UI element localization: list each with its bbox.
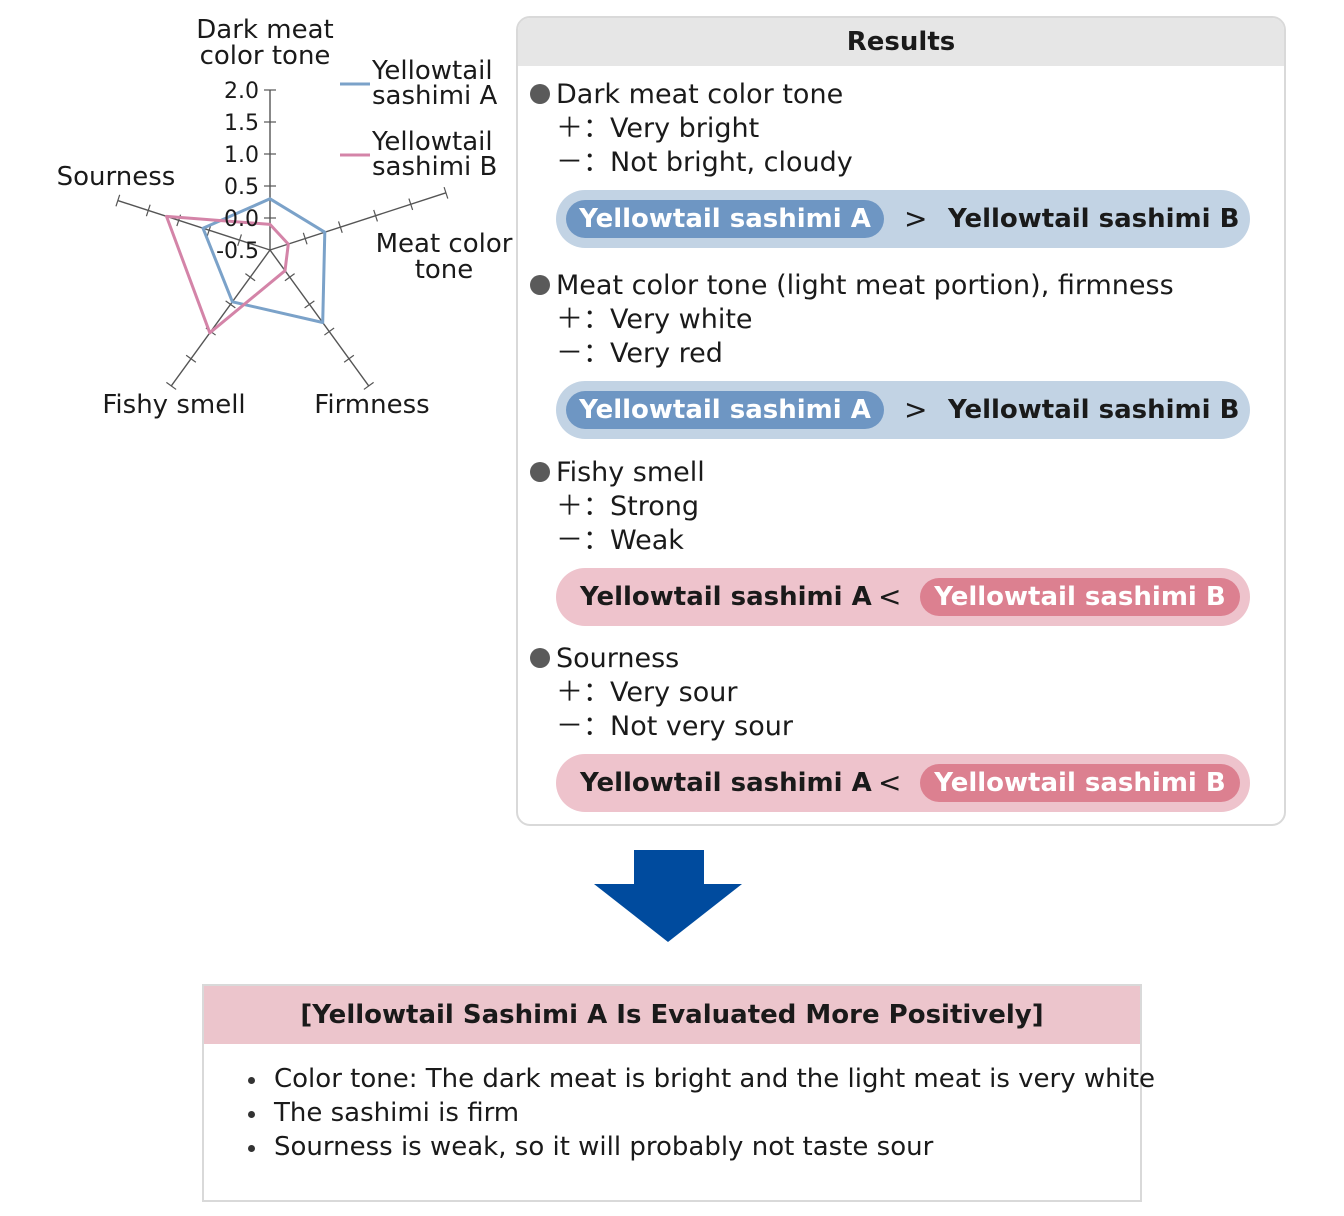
bullet-icon	[530, 462, 550, 482]
tick-label: -0.5	[216, 239, 259, 264]
comparison-operator: >	[904, 202, 928, 235]
tick-label: 2.0	[224, 79, 259, 104]
radar-series	[165, 197, 327, 335]
axis-line-fishy-smell	[170, 249, 271, 387]
minus-definition: －：Weak	[556, 525, 684, 556]
comparison-bar: Yellowtail sashimi A > Yellowtail sashim…	[556, 381, 1250, 439]
result-section-fishy-smell: Fishy smell ＋：Strong －：Weak Yellowtail s…	[530, 456, 1270, 626]
summary-item: The sashimi is firm	[248, 1096, 1140, 1130]
result-section-sourness: Sourness ＋：Very sour －：Not very sour Yel…	[530, 642, 1270, 812]
plus-definition: ＋：Strong	[556, 491, 700, 522]
plus-definition: ＋：Very bright	[556, 113, 760, 144]
radar-tick-labels: 2.0 1.5 1.0 0.5 0.0 -0.5	[216, 79, 259, 264]
tick-label: 1.5	[224, 111, 259, 136]
axis-tick	[304, 300, 315, 309]
result-section-meat-color: Meat color tone (light meat portion), fi…	[530, 269, 1270, 439]
section-title: Sourness	[556, 643, 680, 674]
bullet-icon	[530, 84, 550, 104]
axis-label-firmness: Firmness	[314, 390, 429, 420]
axis-tick	[373, 209, 378, 222]
axis-line-sourness	[117, 199, 271, 251]
result-section-dark-meat: Dark meat color tone ＋：Very bright －：Not…	[530, 78, 1270, 248]
comparison-left: Yellowtail sashimi A	[580, 768, 872, 798]
legend-label-a-line1: Yellowtail	[371, 56, 493, 86]
comparison-right: Yellowtail sashimi B	[948, 204, 1240, 234]
axis-tick	[245, 273, 256, 282]
axis-tick	[343, 354, 355, 363]
axis-tick	[145, 204, 151, 217]
axis-label-meat-color-1: Meat color	[376, 229, 513, 259]
tick-label: 0.0	[224, 207, 259, 232]
summary-item: Color tone: The dark meat is bright and …	[248, 1064, 1156, 1094]
summary-box: [Yellowtail Sashimi A Is Evaluated More …	[202, 984, 1156, 1202]
comparison-operator: >	[904, 393, 928, 426]
axis-label-fishy-smell: Fishy smell	[102, 390, 245, 420]
axis-tick	[284, 273, 295, 282]
radar-chart: 2.0 1.5 1.0 0.5 0.0 -0.5 Dark meat color tone…	[57, 15, 513, 420]
summary-title: [Yellowtail Sashimi A Is Evaluated More …	[204, 986, 1140, 1044]
axis-tick	[225, 300, 236, 309]
highlight-pill: Yellowtail sashimi A	[566, 200, 884, 238]
axis-label-dark-meat-1: Dark meat	[196, 15, 333, 45]
comparison-operator: <	[878, 580, 902, 613]
axis-tick	[363, 381, 374, 390]
comparison-right: Yellowtail sashimi B	[948, 395, 1240, 425]
axis-tick	[302, 232, 308, 245]
series-line-b	[165, 214, 290, 335]
radar-grid	[115, 89, 449, 390]
section-title: Meat color tone (light meat portion), fi…	[556, 270, 1174, 301]
comparison-bar: Yellowtail sashimi A < Yellowtail sashim…	[556, 754, 1250, 812]
axis-tick	[237, 234, 242, 247]
legend: Yellowtail sashimi A Yellowtail sashimi …	[340, 56, 498, 182]
results-title: Results	[518, 18, 1284, 66]
bullet-icon	[530, 275, 550, 295]
comparison-bar: Yellowtail sashimi A > Yellowtail sashim…	[556, 190, 1250, 248]
results-panel: Results Dark meat color tone ＋：Very brig…	[516, 16, 1286, 826]
bullet-icon	[530, 648, 550, 668]
minus-definition: －：Not bright, cloudy	[556, 147, 853, 178]
highlight-pill: Yellowtail sashimi B	[920, 578, 1240, 616]
axis-label-dark-meat-2: color tone	[200, 41, 331, 71]
legend-label-b-line2: sashimi B	[372, 152, 497, 182]
axis-labels: Dark meat color tone Meat color tone Fir…	[57, 15, 513, 420]
comparison-bar: Yellowtail sashimi A < Yellowtail sashim…	[556, 568, 1250, 626]
highlight-pill: Yellowtail sashimi B	[920, 764, 1240, 802]
axis-label-meat-color-2: tone	[415, 255, 474, 285]
comparison-left: Yellowtail sashimi A	[580, 582, 872, 612]
comparison-operator: <	[878, 766, 902, 799]
plus-definition: ＋：Very white	[556, 304, 753, 335]
axis-tick	[166, 381, 177, 390]
section-title: Fishy smell	[556, 457, 705, 488]
summary-item: Sourness is weak, so it will probably no…	[248, 1130, 1140, 1164]
axis-tick	[443, 186, 449, 199]
axis-tick	[115, 194, 121, 207]
tick-label: 0.5	[224, 175, 259, 200]
down-arrow-icon	[594, 850, 742, 942]
series-line-a	[201, 197, 327, 324]
section-title: Dark meat color tone	[556, 79, 844, 110]
plus-definition: ＋：Very sour	[556, 677, 738, 708]
minus-definition: －：Very red	[556, 338, 723, 369]
axis-line-meat-color	[269, 192, 447, 251]
summary-list: Color tone: The dark meat is bright and …	[204, 1062, 1156, 1164]
axis-tick	[408, 198, 414, 211]
axis-label-sourness: Sourness	[57, 162, 176, 192]
legend-label-a-line2: sashimi A	[372, 81, 498, 111]
axis-tick	[337, 221, 343, 234]
highlight-pill: Yellowtail sashimi A	[566, 391, 884, 429]
axis-line-firmness	[269, 249, 370, 387]
axis-tick	[324, 327, 335, 336]
axis-tick	[185, 354, 197, 363]
tick-label: 1.0	[224, 143, 259, 168]
legend-label-b-line1: Yellowtail	[371, 127, 493, 157]
minus-definition: －：Not very sour	[556, 711, 793, 742]
